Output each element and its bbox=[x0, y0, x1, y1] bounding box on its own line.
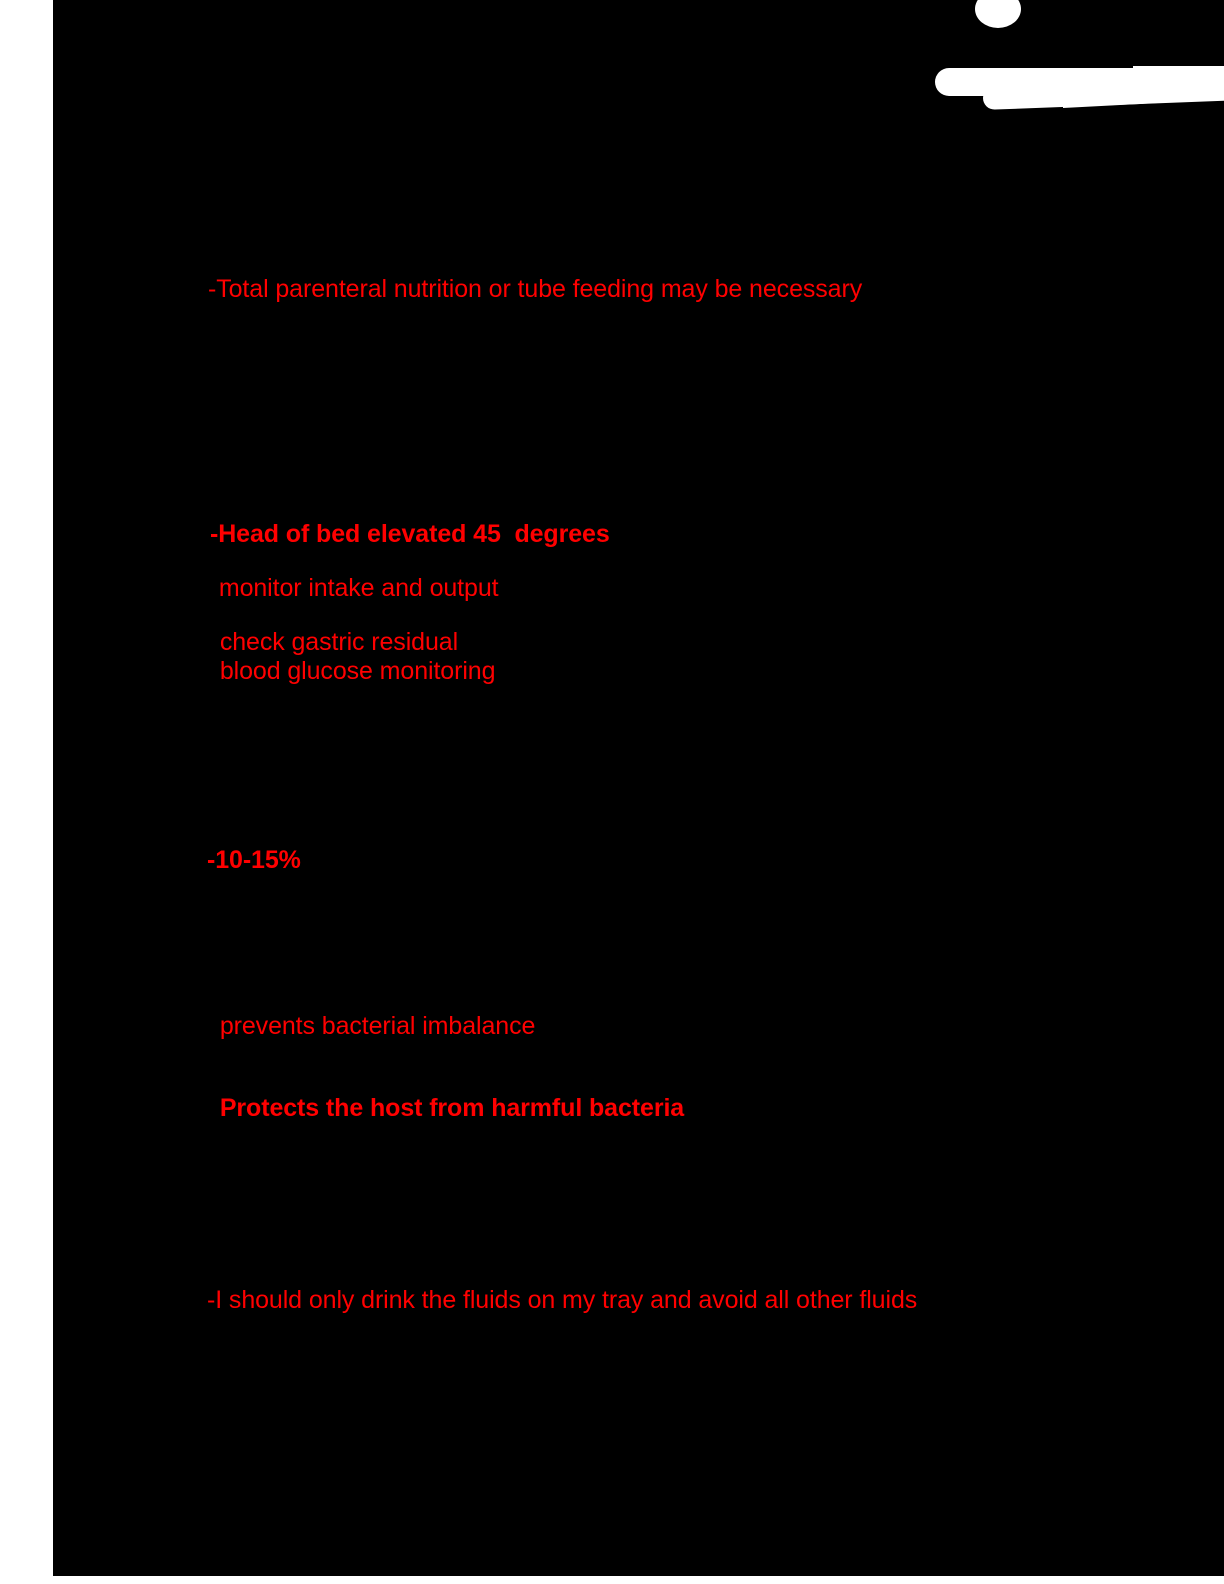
page-bottom-margin bbox=[0, 1576, 1224, 1584]
inverted-scan-area: -Total parenteral nutrition or tube feed… bbox=[53, 0, 1224, 1576]
annotation-gastric-residual-note: check gastric residual bbox=[213, 628, 459, 656]
annotation-bacterial-imbalance-note: prevents bacterial imbalance bbox=[213, 1012, 536, 1040]
annotation-hob-note: -Head of bed elevated 45 degrees bbox=[210, 520, 610, 548]
annotation-protects-host-note: Protects the host from harmful bacteria bbox=[213, 1094, 685, 1122]
annotation-fluids-note: -I should only drink the fluids on my tr… bbox=[207, 1286, 918, 1314]
white-marker-dot-icon bbox=[975, 0, 1021, 28]
annotation-tpn-note: -Total parenteral nutrition or tube feed… bbox=[208, 275, 863, 303]
page-left-margin bbox=[0, 0, 53, 1584]
annotation-percent-note: -10-15% bbox=[207, 846, 301, 874]
annotation-blood-glucose-note: blood glucose monitoring bbox=[213, 657, 496, 685]
annotation-intake-output-note: monitor intake and output bbox=[212, 574, 499, 602]
